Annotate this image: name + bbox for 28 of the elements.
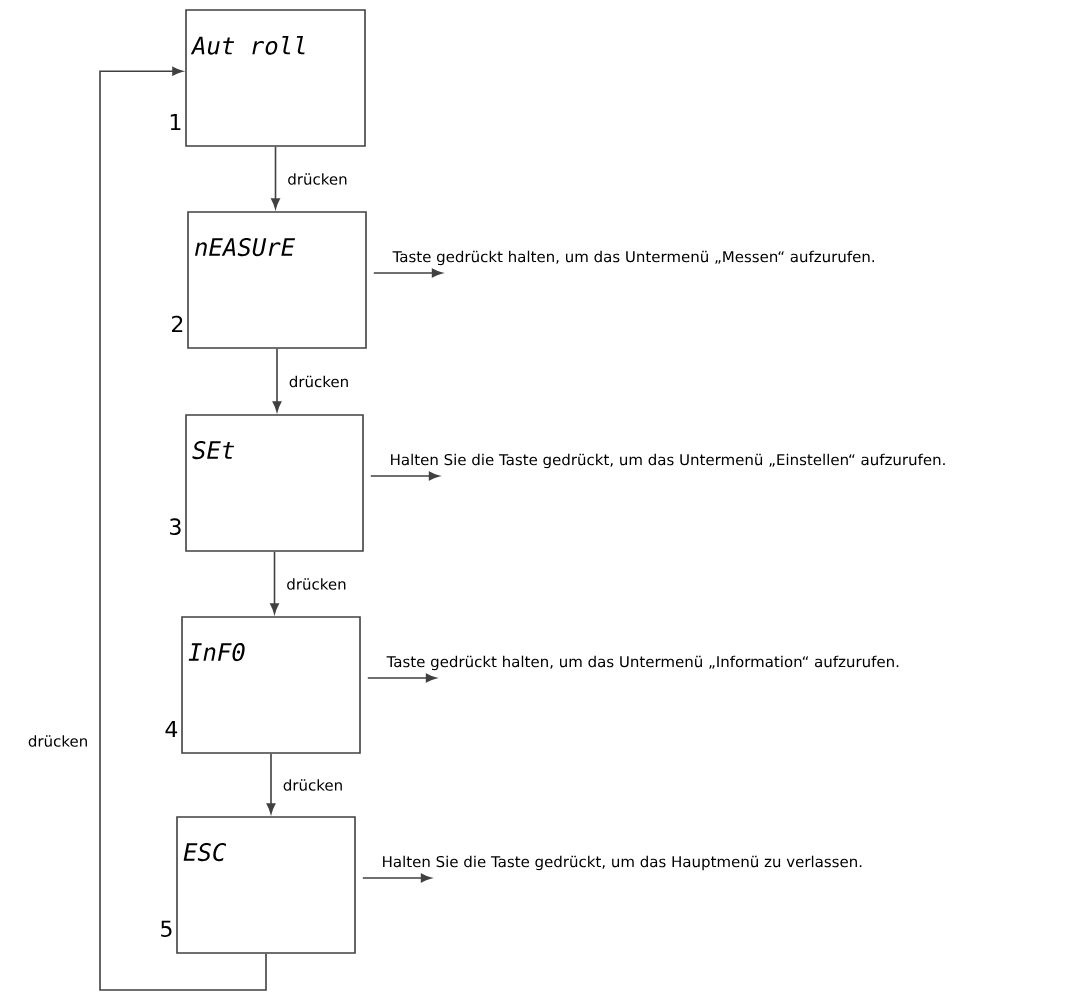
display-box: Aut roll: [185, 9, 366, 147]
arrow: [362, 873, 432, 883]
arrow: [367, 673, 437, 683]
edge-label: drücken: [285, 577, 348, 591]
edge-label: drücken: [26, 734, 90, 748]
display-box: nEASUrE: [187, 211, 367, 349]
step-number: 3: [170, 518, 181, 535]
edge-label: Taste gedrückt halten, um das Untermenü „Messen“ aufzurufen.: [391, 249, 877, 267]
arrow: [370, 471, 440, 481]
step-number: 2: [172, 315, 183, 332]
edge-label: drücken: [281, 778, 345, 792]
step-number: 1: [170, 113, 181, 130]
step-number: 4: [165, 720, 178, 737]
edge-label: Taste gedrückt halten, um das Untermenü „Information“ aufzurufen.: [385, 654, 901, 672]
arrow: [99, 66, 267, 991]
display-box: SEt: [185, 414, 364, 552]
edge-label: Halten Sie die Taste gedrückt, um das Untermenü „Einstellen“ aufzurufen.: [388, 452, 948, 470]
step-number: 5: [161, 920, 172, 937]
display-box: ESC: [176, 816, 356, 954]
edge-label: Halten Sie die Taste gedrückt, um das Hauptmenü zu verlassen.: [380, 854, 864, 872]
arrow: [271, 146, 280, 209]
arrow: [270, 551, 279, 614]
edge-label: drücken: [287, 374, 351, 389]
arrow: [373, 268, 443, 278]
display-box: InF0: [181, 616, 361, 754]
edge-label: drücken: [286, 172, 349, 186]
arrow: [266, 753, 276, 814]
arrow: [272, 348, 282, 412]
